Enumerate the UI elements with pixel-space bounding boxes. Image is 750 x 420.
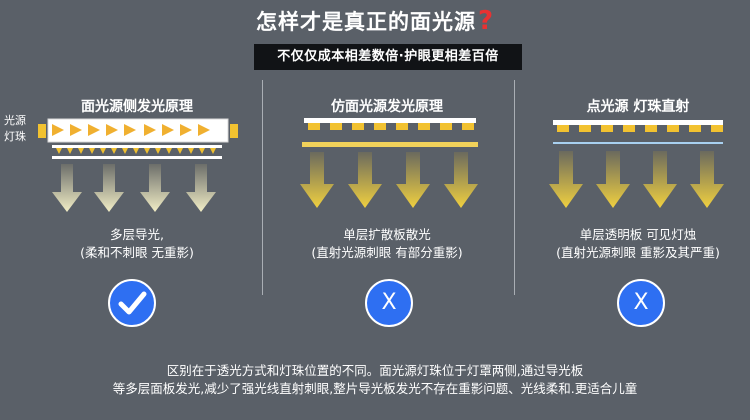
top-housing (553, 120, 723, 125)
page-title: 怎样才是真正的面光源? (0, 6, 750, 36)
left-led-bead (38, 124, 46, 138)
column-title-edge-lit: 面光源侧发光原理 (81, 99, 193, 115)
cross-icon: X (617, 279, 665, 327)
checkmark-icon (108, 279, 156, 327)
desc-line: 单层扩散板散光 (343, 227, 431, 242)
imitation-description: 单层扩散板散光 (直射光源刺眼 有部分重影) (262, 226, 512, 262)
desc-line: 单层透明板 可见灯烛 (579, 227, 697, 242)
light-guide-plate (47, 118, 229, 143)
desc-line: (直射光源刺眼 重影及其严重) (556, 245, 720, 260)
footer-line-1: 区别在于透光方式和灯珠位置的不同。面光源灯珠位于灯罩两侧,通过导光板 (166, 363, 584, 378)
strong-light-arrows (300, 152, 478, 208)
column-title-point-source: 点光源 灯珠直射 (586, 99, 690, 115)
transparent-plate (553, 142, 723, 144)
column-title-imitation: 仿面光源发光原理 (331, 99, 443, 115)
small-down-arrows (56, 148, 216, 154)
edge-lit-diagram (38, 118, 238, 212)
light-source-label: 光源 (4, 114, 26, 127)
desc-line: (柔和不刺眼 无重影) (80, 245, 194, 260)
question-mark-icon: ? (477, 6, 495, 36)
internal-light-arrows (52, 124, 210, 136)
desc-line: (直射光源刺眼 有部分重影) (311, 245, 463, 260)
top-housing (304, 118, 476, 123)
cross-icon: X (365, 279, 413, 327)
title-text: 怎样才是真正的面光源 (255, 10, 476, 34)
bottom-panel-layer (52, 156, 222, 159)
imitation-diagram (300, 118, 478, 208)
led-bead-row (557, 125, 723, 132)
right-led-bead (230, 124, 238, 138)
harsh-light-arrows (549, 151, 724, 208)
diffuser-plate (302, 142, 478, 147)
soft-light-arrows (52, 164, 216, 212)
footer-line-2: 等多层面板发光,减少了强光线直射刺眼,整片导光板发光不存在重影问题、光线柔和.更… (112, 381, 638, 396)
column-divider-2 (514, 80, 515, 295)
column-divider-1 (262, 80, 263, 295)
edge-lit-description: 多层导光, (柔和不刺眼 无重影) (12, 226, 262, 262)
desc-line: 多层导光, (110, 227, 164, 242)
subtitle-banner: 不仅仅成本相差数倍·护眼更相差百倍 (254, 44, 522, 70)
led-bead-label: 灯珠 (4, 130, 26, 143)
point-source-description: 单层透明板 可见灯烛 (直射光源刺眼 重影及其严重) (513, 226, 750, 262)
led-bead-row (308, 123, 474, 130)
point-source-diagram (549, 120, 724, 208)
diffuser-layer (52, 145, 222, 148)
